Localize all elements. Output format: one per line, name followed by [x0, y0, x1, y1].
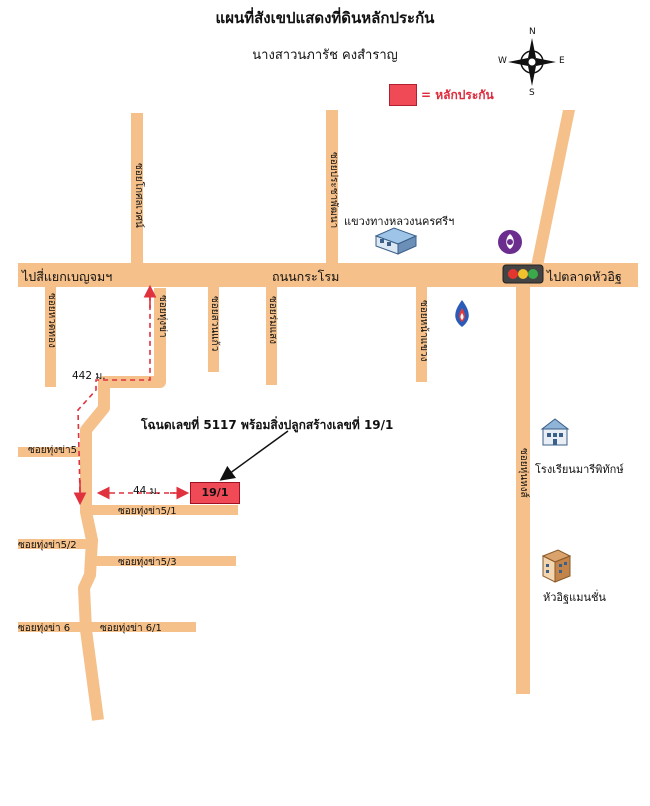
compass-east: E [559, 56, 565, 66]
label-mansion: หัวอิฐแมนชั่น [543, 591, 606, 604]
school-icon [540, 418, 570, 446]
label-soi-north-2: ซอยประชาพัฒนา [328, 152, 339, 229]
label-tung-kha-5-3: ซอยทุ่งข่า5/3 [118, 557, 177, 568]
label-to-east: ไปตลาดหัวอิฐ [547, 269, 622, 284]
compass-west: W [498, 56, 507, 66]
road-tung-kha-5-3 [90, 556, 236, 566]
label-tung-kha-6: ซอยทุ่งข่า 6 [18, 623, 71, 634]
legend-swatch [389, 84, 417, 106]
label-highway-office: แขวงทางหลวงนครศรีฯ [344, 215, 455, 228]
road-east-long [516, 287, 530, 694]
label-soi-north-1: ซอยโกศลเวศน์ [133, 163, 144, 228]
gas-station-icon [455, 300, 469, 327]
label-tung-kha-5-2: ซอยทุ่งข่า5/2 [18, 540, 77, 551]
road-south-5 [416, 287, 427, 382]
compass-north: N [529, 27, 536, 37]
label-school: โรงเรียนมารีพิทักษ์ [535, 463, 624, 476]
mansion-icon [541, 549, 572, 583]
label-main-road: ถนนกระโรม [272, 269, 340, 284]
bank-logo-icon [498, 230, 522, 254]
road-tung-kha-6 [18, 622, 196, 632]
compass-icon [508, 38, 556, 86]
road-north-1 [131, 113, 143, 263]
label-tung-kha-5: ซอยทุ่งข่า5 [28, 445, 77, 456]
building-icon [374, 227, 418, 255]
owner-name: นางสาวนภารัช คงสำราญ [252, 48, 398, 63]
label-soi-east: ซอยหุ่นหงส์ [518, 448, 529, 498]
legend-label: = หลักประกัน [421, 88, 494, 102]
traffic-light-icon [502, 264, 544, 284]
distance-44: 44 ม. [133, 485, 160, 497]
road-northeast [531, 110, 575, 266]
road-tung-kha-5-1 [88, 505, 238, 515]
label-to-west: ไปสี่แยกเบญจมฯ [22, 269, 113, 284]
road-south-4 [266, 287, 277, 385]
road-south-1 [45, 287, 56, 387]
label-soi-south-4: ซอยร่มแสง [267, 296, 278, 345]
plot-callout: โฉนดเลขที่ 5117 พร้อมสิ่งปลูกสร้างเลขที่… [141, 418, 394, 432]
compass-south: S [529, 88, 535, 98]
road-tung-kha-5 [18, 447, 88, 457]
map-title: แผนที่สังเขปแสดงที่ดินหลักประกัน [215, 9, 435, 27]
label-tung-kha-6-1: ซอยทุ่งข่า 6/1 [100, 623, 162, 634]
collateral-plot: 19/1 [190, 482, 240, 504]
label-soi-south-5: ซอยหน้าแขวง [418, 300, 429, 362]
callout-arrow [219, 430, 289, 481]
road-tung-kha [78, 288, 166, 721]
road-south-3 [208, 287, 219, 372]
route-arrows [73, 284, 190, 506]
road-north-2 [326, 110, 338, 263]
label-tung-kha-5-1: ซอยทุ่งข่า5/1 [118, 506, 177, 517]
distance-442: 442 ม. [72, 370, 106, 382]
road-tung-kha-5-2 [18, 539, 88, 549]
